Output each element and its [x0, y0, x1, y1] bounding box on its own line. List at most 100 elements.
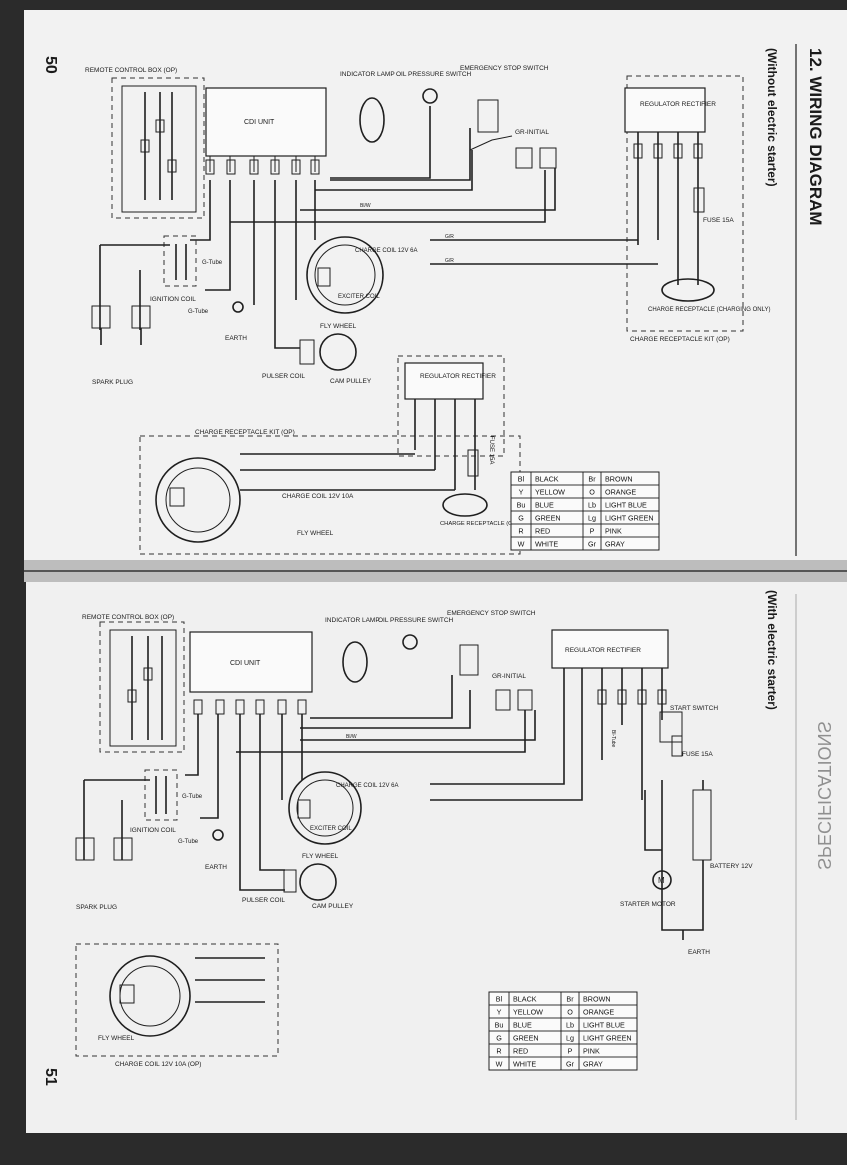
- sub-charge-receptacle-kit: [139, 435, 521, 555]
- g-tube-label-2: G-Tube: [188, 309, 209, 315]
- right-legend-code: R: [496, 1047, 501, 1056]
- earth-label: EARTH: [225, 335, 247, 342]
- earth-label-right-2: EARTH: [688, 949, 710, 956]
- fly-wheel-right: [288, 771, 362, 845]
- subtitle-right: (With electric starter): [765, 590, 779, 710]
- right-legend-code: Br: [566, 995, 574, 1004]
- left-legend-color: GRAY: [605, 540, 625, 549]
- charge-coil-op-box: [75, 943, 279, 1057]
- sub-regulator-rectifier: [404, 362, 484, 400]
- sub-charge-receptacle: [442, 493, 488, 517]
- remote-control-box: [111, 77, 205, 219]
- right-legend-color: ORANGE: [583, 1008, 614, 1017]
- indicator-lamp: [359, 97, 385, 143]
- subtitle: (Without electric starter): [765, 48, 779, 187]
- cam-pulley-right: [299, 863, 337, 901]
- left-legend-color: LIGHT BLUE: [605, 501, 647, 510]
- sub-charge-receptacle-kit-label: CHARGE RECEPTACLE KIT (OP): [195, 429, 295, 436]
- indicator-lamp-right: [342, 641, 368, 683]
- regulator-rectifier: [624, 87, 706, 133]
- g-tube-label-right-1: G-Tube: [182, 794, 203, 800]
- right-legend-color: WHITE: [513, 1060, 536, 1069]
- battery: [692, 789, 712, 861]
- right-legend-color: GREEN: [513, 1034, 539, 1043]
- left-legend-color: BROWN: [605, 475, 633, 484]
- charge-receptacle-kit-dashed: [626, 75, 744, 332]
- remote-control-box-right: [99, 621, 185, 753]
- charge-coil-op-label: CHARGE COIL 12V 10A (OP): [115, 1061, 201, 1068]
- remote-control-box-label: REMOTE CONTROL BOX (OP): [85, 67, 177, 74]
- sub-regulator-rectifier-label: REGULATOR RECTIFIER: [420, 373, 496, 380]
- emergency-stop-switch: [477, 99, 499, 133]
- remote-control-box-label-right: REMOTE CONTROL BOX (OP): [82, 614, 174, 621]
- exciter-coil-label: EXCITER COIL: [338, 294, 380, 300]
- left-legend-code: Y: [519, 488, 524, 497]
- wire-bu-tube-label: Bl-Tube: [610, 730, 616, 748]
- left-legend-color: LIGHT GREEN: [605, 514, 654, 523]
- left-legend-color: BLUE: [535, 501, 554, 510]
- right-legend-code: P: [568, 1047, 573, 1056]
- emergency-stop-switch-label-right: EMERGENCY STOP SWITCH: [447, 610, 536, 617]
- right-legend-code: G: [496, 1034, 502, 1043]
- pulser-coil-label-right: PULSER COIL: [242, 897, 285, 904]
- emergency-stop-switch-label: EMERGENCY STOP SWITCH: [460, 65, 549, 72]
- charge-coil-label: CHARGE COIL 12V 6A: [355, 248, 417, 254]
- oil-pressure-switch-right: [402, 634, 418, 650]
- spark-plug-label-right: SPARK PLUG: [76, 904, 117, 911]
- spark-plug-label: SPARK PLUG: [92, 379, 133, 386]
- oil-pressure-switch-label-right: OIL PRESSURE SWITCH: [378, 617, 454, 624]
- charge-receptacle: [661, 278, 715, 302]
- charge-receptacle-kit-label: CHARGE RECEPTACLE KIT (OP): [630, 336, 730, 343]
- right-legend-code: Y: [497, 1008, 502, 1017]
- left-legend-color: RED: [535, 527, 550, 536]
- right-legend-color: YELLOW: [513, 1008, 543, 1017]
- page-number: 50: [42, 56, 59, 74]
- right-legend-color: RED: [513, 1047, 528, 1056]
- mirrored-text: SPECIFICATIONS: [814, 721, 834, 870]
- wire-bw-label: Bl/W: [360, 203, 371, 209]
- wire-gr-label-1: G/R: [445, 234, 454, 240]
- right-legend-color: BROWN: [583, 995, 611, 1004]
- right-legend-code: Bl: [496, 995, 503, 1004]
- g-tube-label-right-2: G-Tube: [178, 839, 199, 845]
- right-legend-code: Lb: [566, 1021, 574, 1030]
- section-title: 12. WIRING DIAGRAM: [806, 48, 825, 226]
- right-legend-code: Bu: [495, 1021, 504, 1030]
- cam-pulley-label-right: CAM PULLEY: [312, 903, 354, 910]
- earth-label-right-1: EARTH: [205, 864, 227, 871]
- left-legend-code: Lb: [588, 501, 596, 510]
- left-legend-color: ORANGE: [605, 488, 636, 497]
- emergency-stop-switch-right: [459, 644, 479, 676]
- right-legend-color: LIGHT BLUE: [583, 1021, 625, 1030]
- cdi-unit-label: CDI UNIT: [244, 119, 275, 126]
- left-page: [24, 10, 847, 568]
- left-legend-code: Bu: [517, 501, 526, 510]
- fuse-label-right: FUSE 15A: [682, 751, 713, 758]
- fly-wheel: [306, 236, 384, 314]
- battery-label: BATTERY 12V: [710, 863, 753, 870]
- left-legend-code: Bl: [518, 475, 525, 484]
- ignition-coil-right: [144, 769, 178, 821]
- g-tube-label-1: G-Tube: [202, 260, 223, 266]
- sub-fly-wheel-label: FLY WHEEL: [297, 530, 334, 537]
- starter-motor-label: STARTER MOTOR: [620, 901, 676, 908]
- wire-bw-label-right: Bl/W: [346, 734, 357, 740]
- cam-pulley: [319, 333, 357, 371]
- oil-pressure-switch-label: OIL PRESSURE SWITCH: [396, 71, 472, 78]
- earth-terminal-right: [212, 829, 224, 841]
- gr-initial-label: GR-INITIAL: [515, 129, 549, 136]
- cdi-unit: [205, 87, 327, 157]
- fly-wheel-op-label: FLY WHEEL: [98, 1035, 135, 1042]
- ignition-coil-label-right: IGNITION COIL: [130, 827, 176, 834]
- cdi-unit-right: [189, 631, 313, 693]
- right-page: [26, 578, 847, 1133]
- left-legend-code: P: [590, 527, 595, 536]
- sub-charge-receptacle-label: CHARGE RECEPTACLE (CHARGING ONLY): [440, 521, 558, 527]
- fly-wheel-op: [109, 955, 191, 1037]
- start-switch: [659, 711, 683, 743]
- left-legend-code: O: [589, 488, 595, 497]
- sub-fuse-label: FUSE 15A: [488, 436, 494, 464]
- right-legend-color: BLUE: [513, 1021, 532, 1030]
- wire-gr-label-2: G/R: [445, 258, 454, 264]
